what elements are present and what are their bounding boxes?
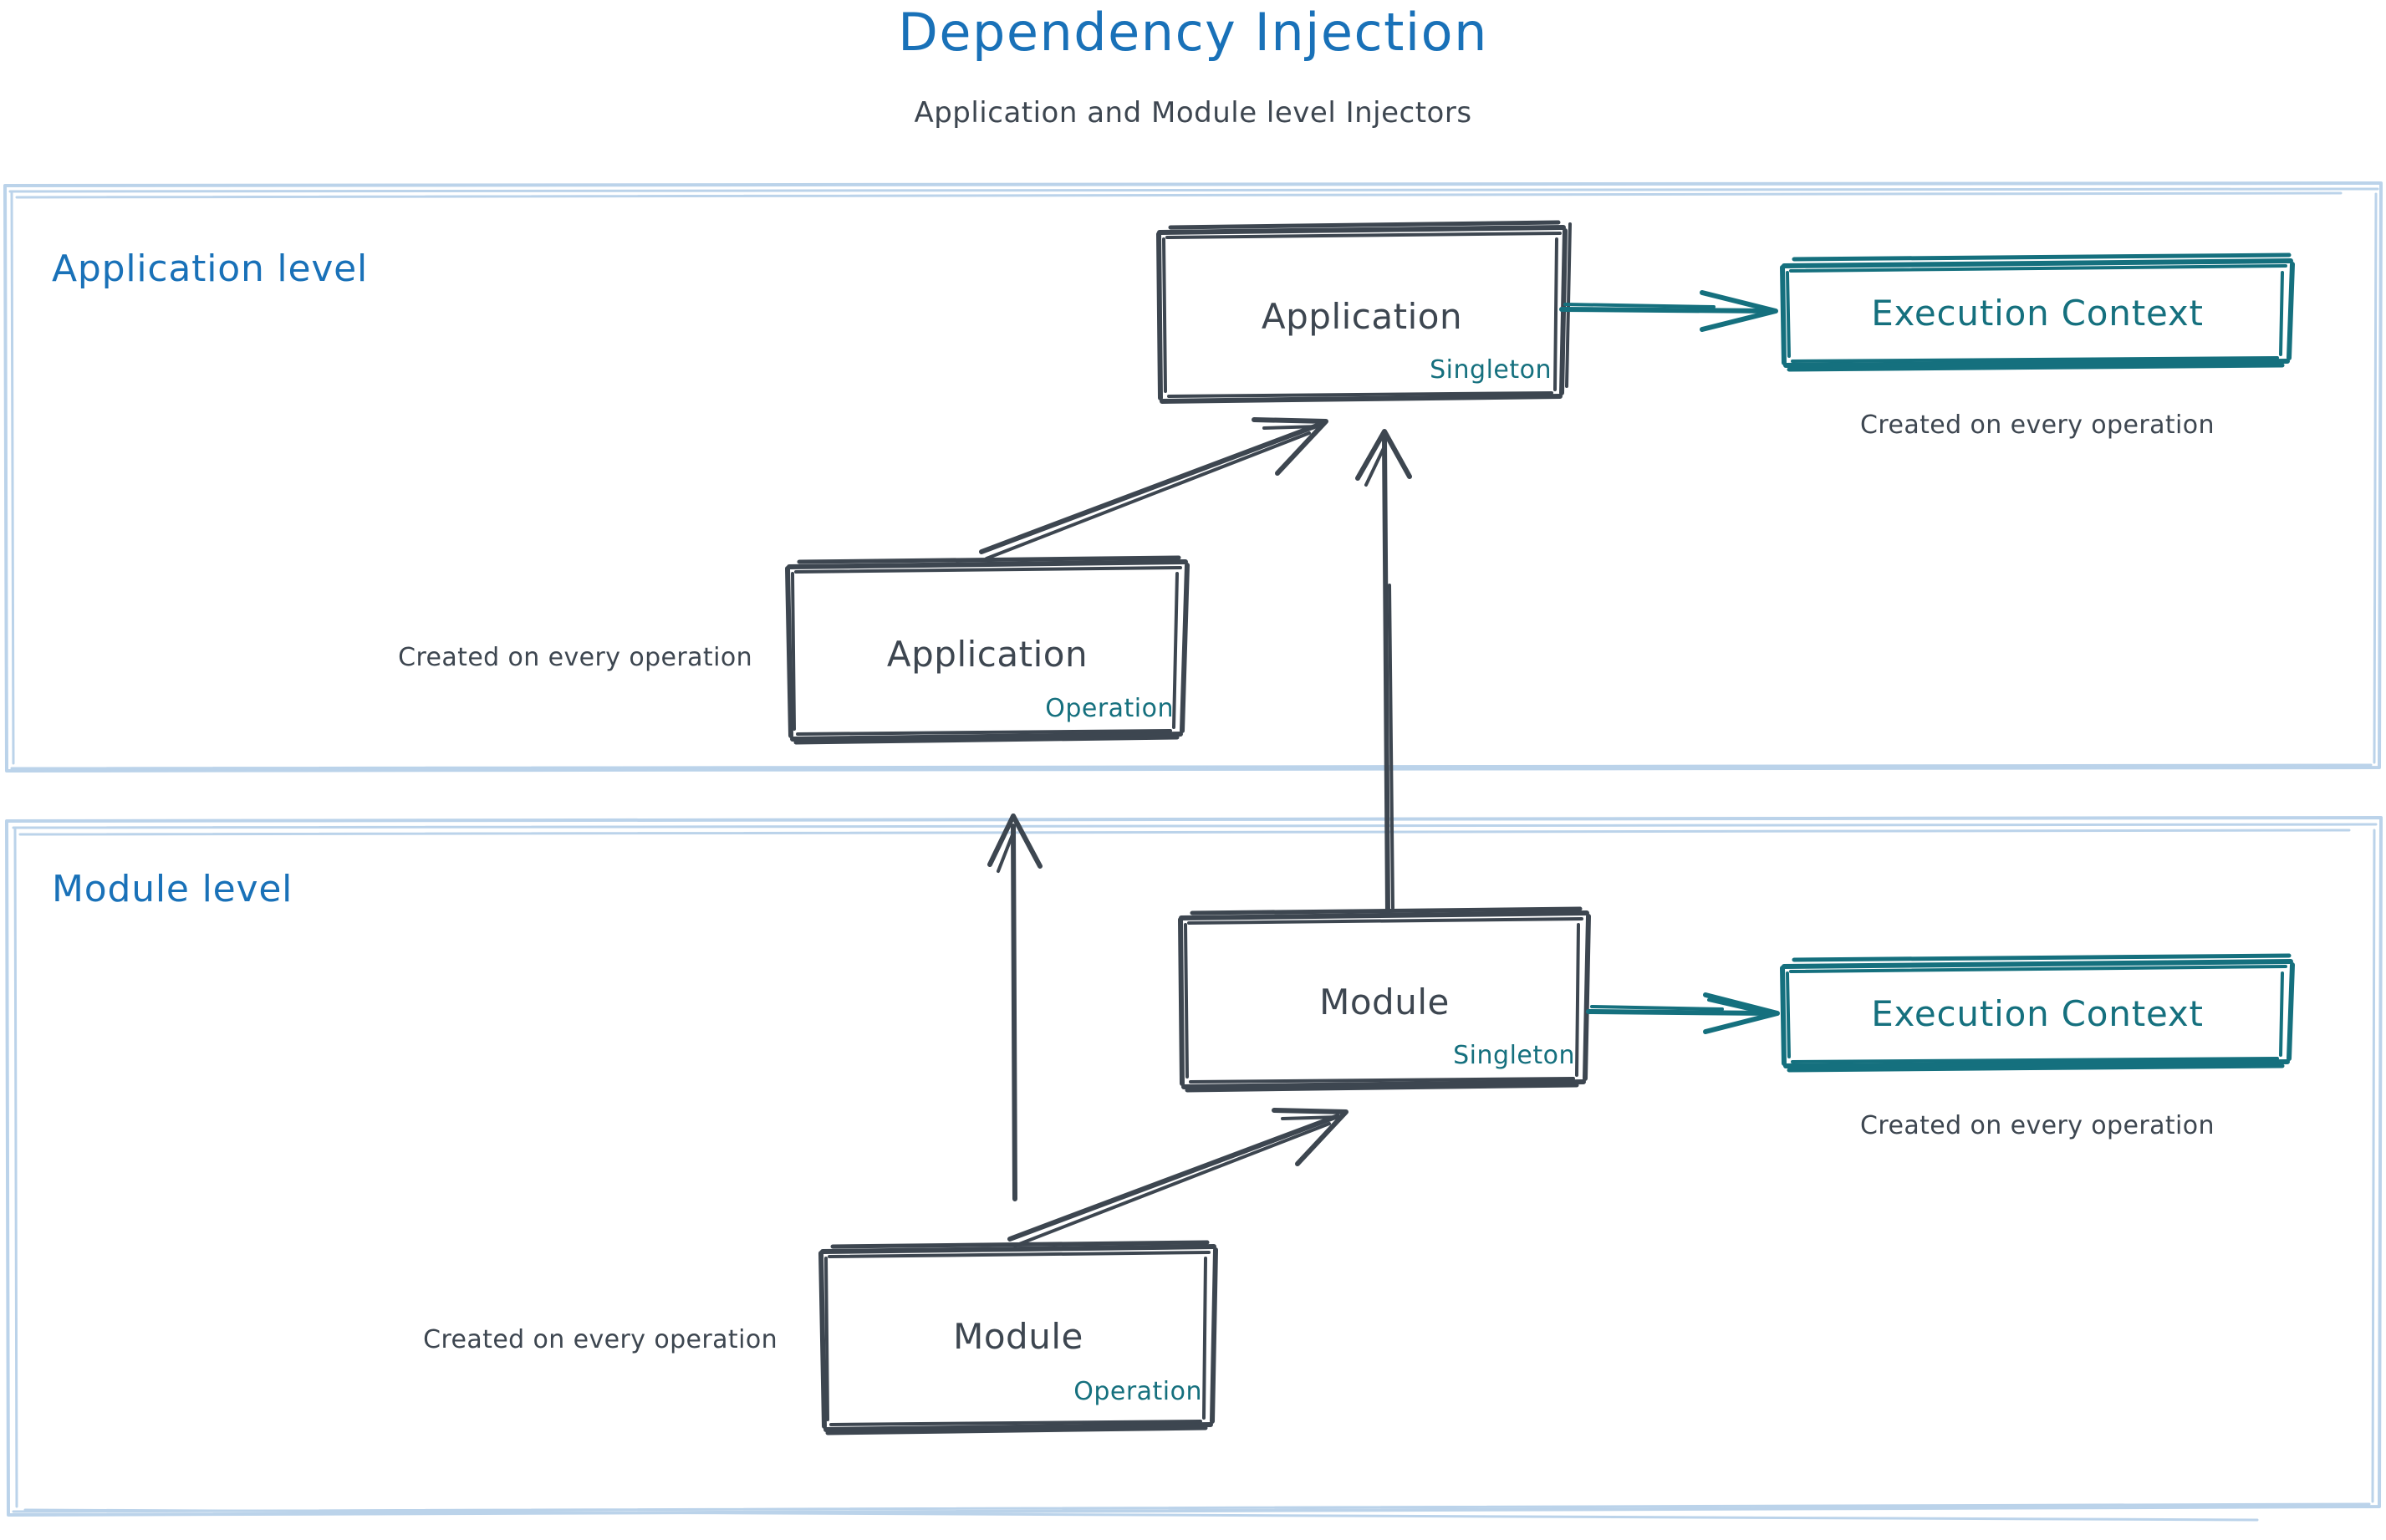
node-box-application-operation[interactable] — [785, 555, 1190, 745]
node-title-application-operation: Application — [886, 634, 1088, 675]
edge-module-singleton-to-app-singleton — [1355, 429, 1412, 915]
node-box-application-execution-context[interactable] — [1780, 252, 2295, 372]
page-title: Dependency Injection — [898, 2, 1488, 63]
edge-module-operation-to-app-operation — [987, 813, 1043, 1201]
node-box-module-singleton[interactable] — [1178, 906, 1591, 1093]
node-scope-module-singleton: Singleton — [1453, 1041, 1575, 1070]
lane-label-module-level: Module level — [52, 868, 293, 910]
node-title-module-operation: Module — [953, 1316, 1083, 1357]
node-title-application-singleton: Application — [1261, 296, 1463, 337]
node-title-module-singleton: Module — [1319, 982, 1450, 1022]
page-subtitle: Application and Module level Injectors — [914, 96, 1472, 130]
node-title-application-execution-context: Execution Context — [1871, 293, 2204, 334]
caption-application-execution-context: Created on every operation — [1860, 410, 2215, 440]
node-scope-module-operation: Operation — [1073, 1377, 1202, 1406]
lane-application-level-frame — [3, 181, 2383, 773]
lane-label-application-level: Application level — [52, 247, 369, 290]
edge-app-operation-to-app-singleton — [979, 417, 1328, 560]
caption-module-execution-context: Created on every operation — [1860, 1111, 2215, 1140]
caption-module-operation: Created on every operation — [423, 1325, 777, 1354]
lane-module-level-frame — [5, 816, 2383, 1522]
node-box-module-operation[interactable] — [818, 1240, 1218, 1435]
node-scope-application-operation: Operation — [1045, 694, 1174, 723]
edge-module-operation-to-module-singleton — [1007, 1108, 1348, 1247]
edge-module-singleton-to-module-context — [1586, 992, 1780, 1034]
edge-app-singleton-to-app-context — [1559, 290, 1778, 332]
node-scope-application-singleton: Singleton — [1430, 355, 1552, 385]
node-title-module-execution-context: Execution Context — [1871, 993, 2204, 1034]
node-box-application-singleton[interactable] — [1156, 220, 1572, 404]
node-box-module-execution-context[interactable] — [1780, 953, 2295, 1073]
caption-application-operation: Created on every operation — [398, 643, 752, 672]
